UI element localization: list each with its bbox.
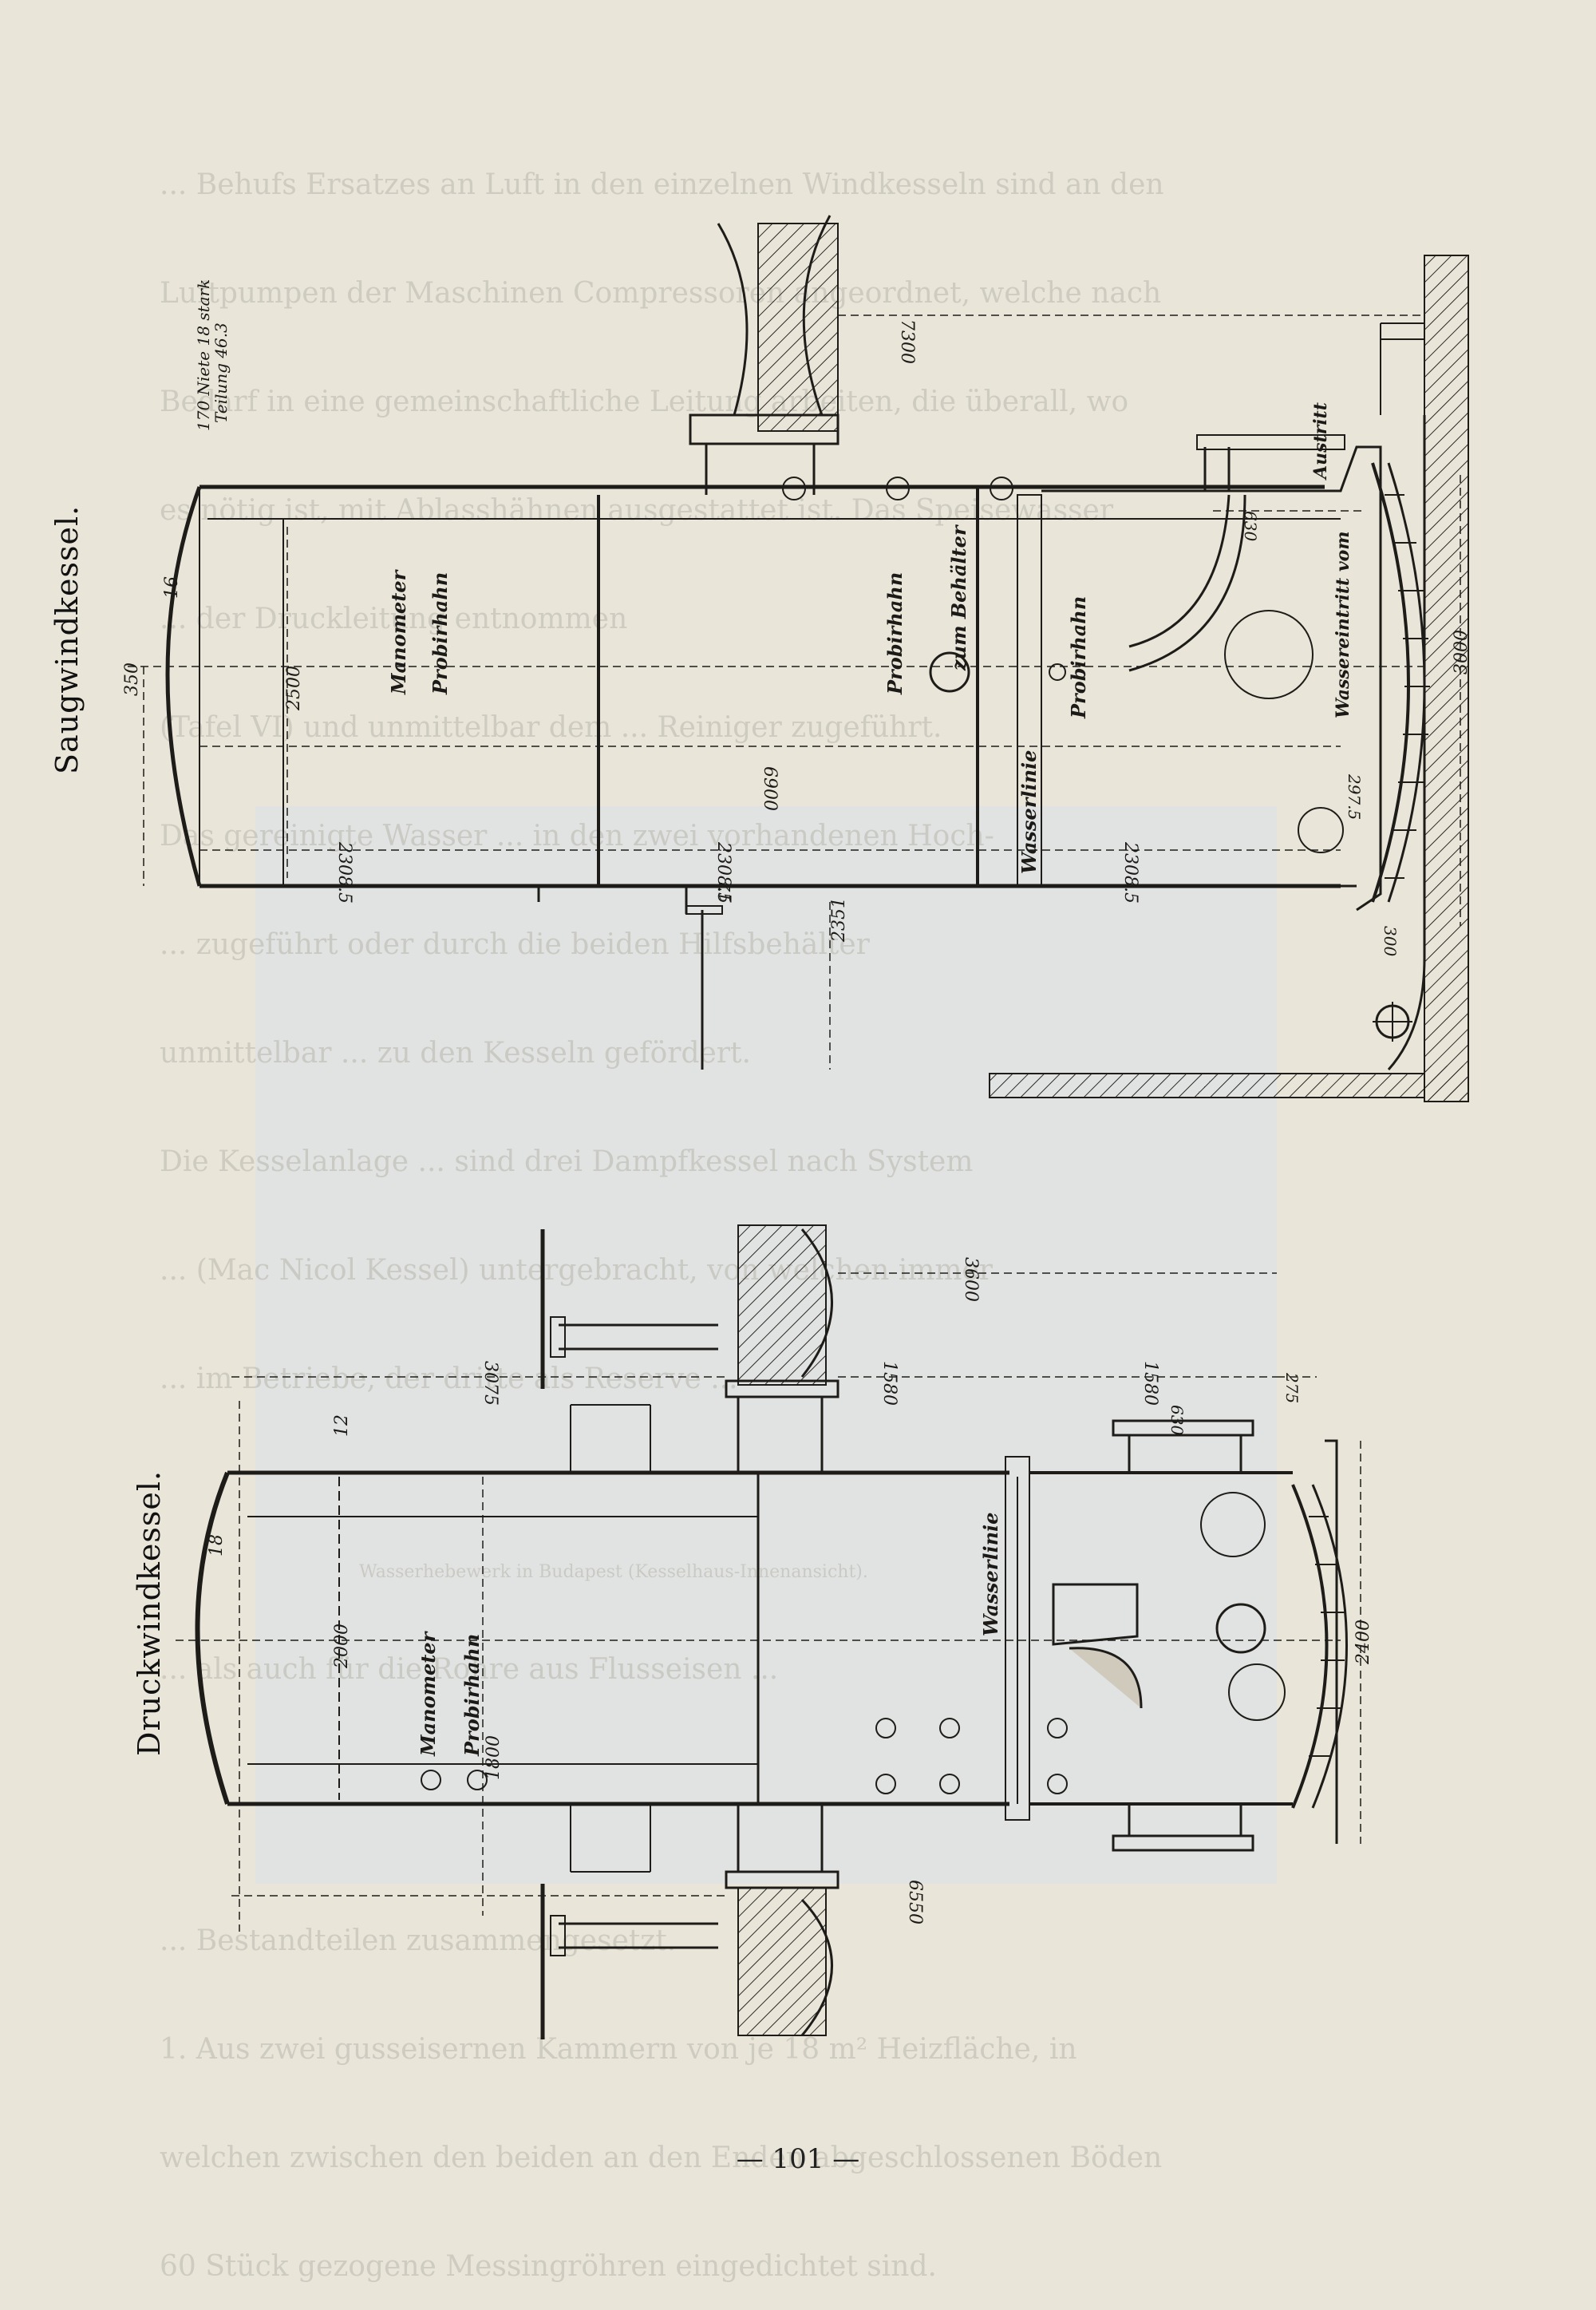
water-gauge <box>1005 1456 1030 1821</box>
bleed-line: (Tafel VI) und unmittelbar dem ... Reini… <box>160 711 942 744</box>
dim-label: 3075 <box>480 1361 500 1406</box>
thickness-label: 16 <box>162 576 182 599</box>
dim-label: 2351 <box>829 897 849 943</box>
bleed-line: Das gereinigte Wasser ... in den zwei vo… <box>160 820 994 852</box>
wassereintritt-label: Wassereintritt vom <box>1333 531 1353 718</box>
dim-label: 12 <box>715 882 734 902</box>
bleed-through-text-bottom: ... als auch für die Rohre aus Flusseise… <box>160 1588 1357 2294</box>
bleed-through-caption: Wasserhebewerk in Budapest (Kesselhaus-I… <box>359 1537 1556 1584</box>
vessel-dome <box>195 1471 230 1805</box>
dim-label: 6900 <box>760 766 780 811</box>
probirhahn-label: Probirhahn <box>883 572 907 695</box>
bleed-line: ... zugeführt oder durch die beiden Hilf… <box>160 928 870 961</box>
dim-label: 3600 <box>961 1257 981 1302</box>
dim-label: 630 <box>1167 1405 1187 1435</box>
bleed-line: ... als auch für die Rohre aus Flusseise… <box>160 1653 779 1686</box>
dim-label: 2400 <box>1353 1620 1373 1665</box>
wall-section <box>1424 255 1469 1102</box>
dim-label: 1800 <box>484 1735 504 1780</box>
saugwindkessel-drawing <box>128 215 1469 1102</box>
wasserlinie-label: Wasserlinie <box>979 1513 1002 1636</box>
dim-label: 3000 <box>1452 630 1472 674</box>
druck-dimension-labels: 18 12 2000 1800 3075 3600 1580 1580 275 … <box>207 1257 1373 1924</box>
manometer-label: Manometer <box>387 568 410 695</box>
dim-label: 2500 <box>284 666 304 711</box>
dim-label: 2308.5 <box>1120 841 1140 904</box>
vessel-dome <box>165 486 202 887</box>
dim-label: 630 <box>1241 511 1260 541</box>
page-number: — 101 — <box>736 2143 860 2175</box>
probirhahn-label: Probirhahn <box>429 572 452 695</box>
druckwindkessel-drawing <box>176 1224 1361 2039</box>
bleed-line: 1. Aus zwei gusseisernen Kammern von je … <box>160 2033 1077 2066</box>
bleed-line: ... Behufs Ersatzes an Luft in den einze… <box>160 168 1164 201</box>
manometer-label: Manometer <box>417 1630 440 1757</box>
dim-label: 1580 <box>879 1361 899 1406</box>
saug-dimension-labels: 170 Niete 18 stark Teilung 46.3 16 350 2… <box>122 279 1472 957</box>
dim-label: 297.5 <box>1345 773 1364 820</box>
rivet-note: Teilung 46.3 <box>211 322 231 423</box>
bleed-line: Wasserhebewerk in Budapest (Kesselhaus-I… <box>359 1562 868 1582</box>
floor-section <box>989 1073 1425 1098</box>
dim-label: 2308.5 <box>713 841 733 904</box>
zum-behaelter-label: zum Behälter <box>947 524 970 671</box>
dim-label: 350 <box>122 663 142 696</box>
austritt-label: Austritt <box>1310 402 1331 481</box>
bleed-line: es nötig ist, mit Ablasshähnen ausgestat… <box>160 494 1114 527</box>
bleed-line: Die Kesselanlage ... sind drei Dampfkess… <box>160 1145 974 1178</box>
thickness-label: 18 <box>207 1534 227 1556</box>
dim-label: 275 <box>1282 1372 1302 1403</box>
probirhahn-label: Probirhahn <box>1067 596 1090 719</box>
bleed-line: welchen zwischen den beiden an den Enden… <box>160 2142 1163 2174</box>
dim-label: 1580 <box>1140 1361 1160 1406</box>
probirhahn-label: Probirhahn <box>460 1634 484 1757</box>
dim-label: 6550 <box>905 1880 925 1924</box>
bleed-line: Luftpumpen der Maschinen Compressoren an… <box>160 277 1162 310</box>
dim-label: 2000 <box>332 1624 352 1669</box>
bleed-through-text-top: ... Behufs Ersatzes an Luft in den einze… <box>160 104 1357 1406</box>
water-gauge <box>1017 494 1042 887</box>
bleed-line: ... im Betriebe, der dritte als Reserve … <box>160 1363 738 1395</box>
wasserlinie-label: Wasserlinie <box>1017 750 1041 874</box>
dim-label: 7300 <box>897 319 917 364</box>
rivet-note: 170 Niete 18 stark <box>194 279 213 431</box>
dim-label: 300 <box>1381 926 1400 956</box>
dim-label: 2308.5 <box>334 841 354 904</box>
bleed-line: 60 Stück gezogene Messingröhren eingedic… <box>160 2250 937 2283</box>
bleed-line: unmittelbar ... zu den Kesseln gefördert… <box>160 1037 751 1070</box>
dim-label: 12 <box>332 1414 352 1437</box>
